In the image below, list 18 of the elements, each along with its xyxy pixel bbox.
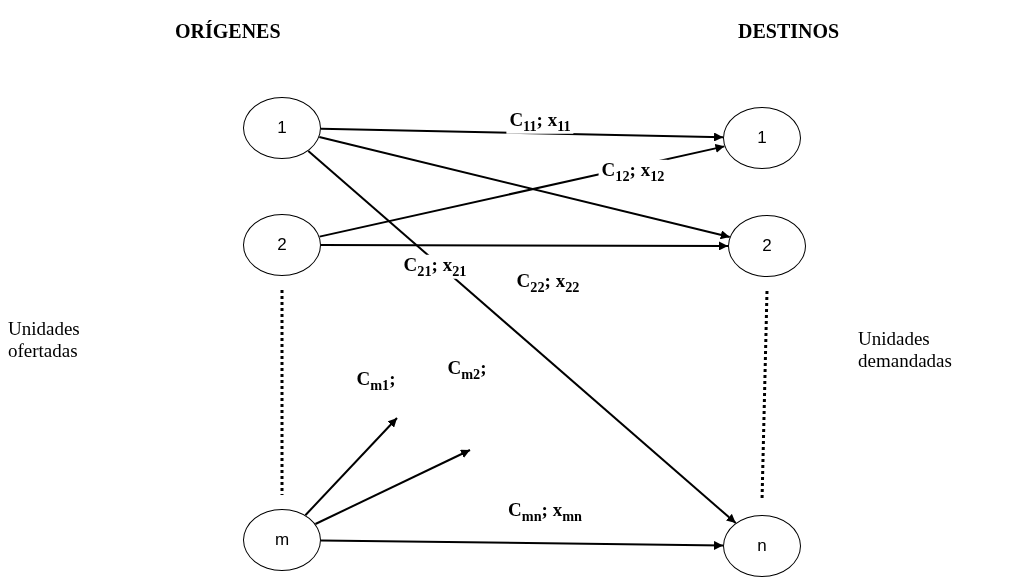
arrow <box>320 241 729 251</box>
circle-node <box>723 515 801 577</box>
node-label: m <box>274 530 290 550</box>
node-label: n <box>757 536 767 556</box>
arrow <box>320 127 724 142</box>
side-note: Unidades demandadas <box>858 328 953 372</box>
column-heading: ORÍGENES <box>175 20 281 43</box>
node-label: 1 <box>277 118 287 138</box>
column-heading: DESTINOS <box>738 20 840 43</box>
node-label: 1 <box>757 128 767 148</box>
node-label: 2 <box>762 236 772 256</box>
node-label: 2 <box>277 235 287 255</box>
arrow <box>320 539 724 550</box>
dotted-line <box>280 290 284 495</box>
arrow <box>307 149 737 525</box>
side-note: Unidades ofertadas <box>8 318 81 362</box>
arrow <box>304 417 398 517</box>
arrow <box>314 449 471 525</box>
